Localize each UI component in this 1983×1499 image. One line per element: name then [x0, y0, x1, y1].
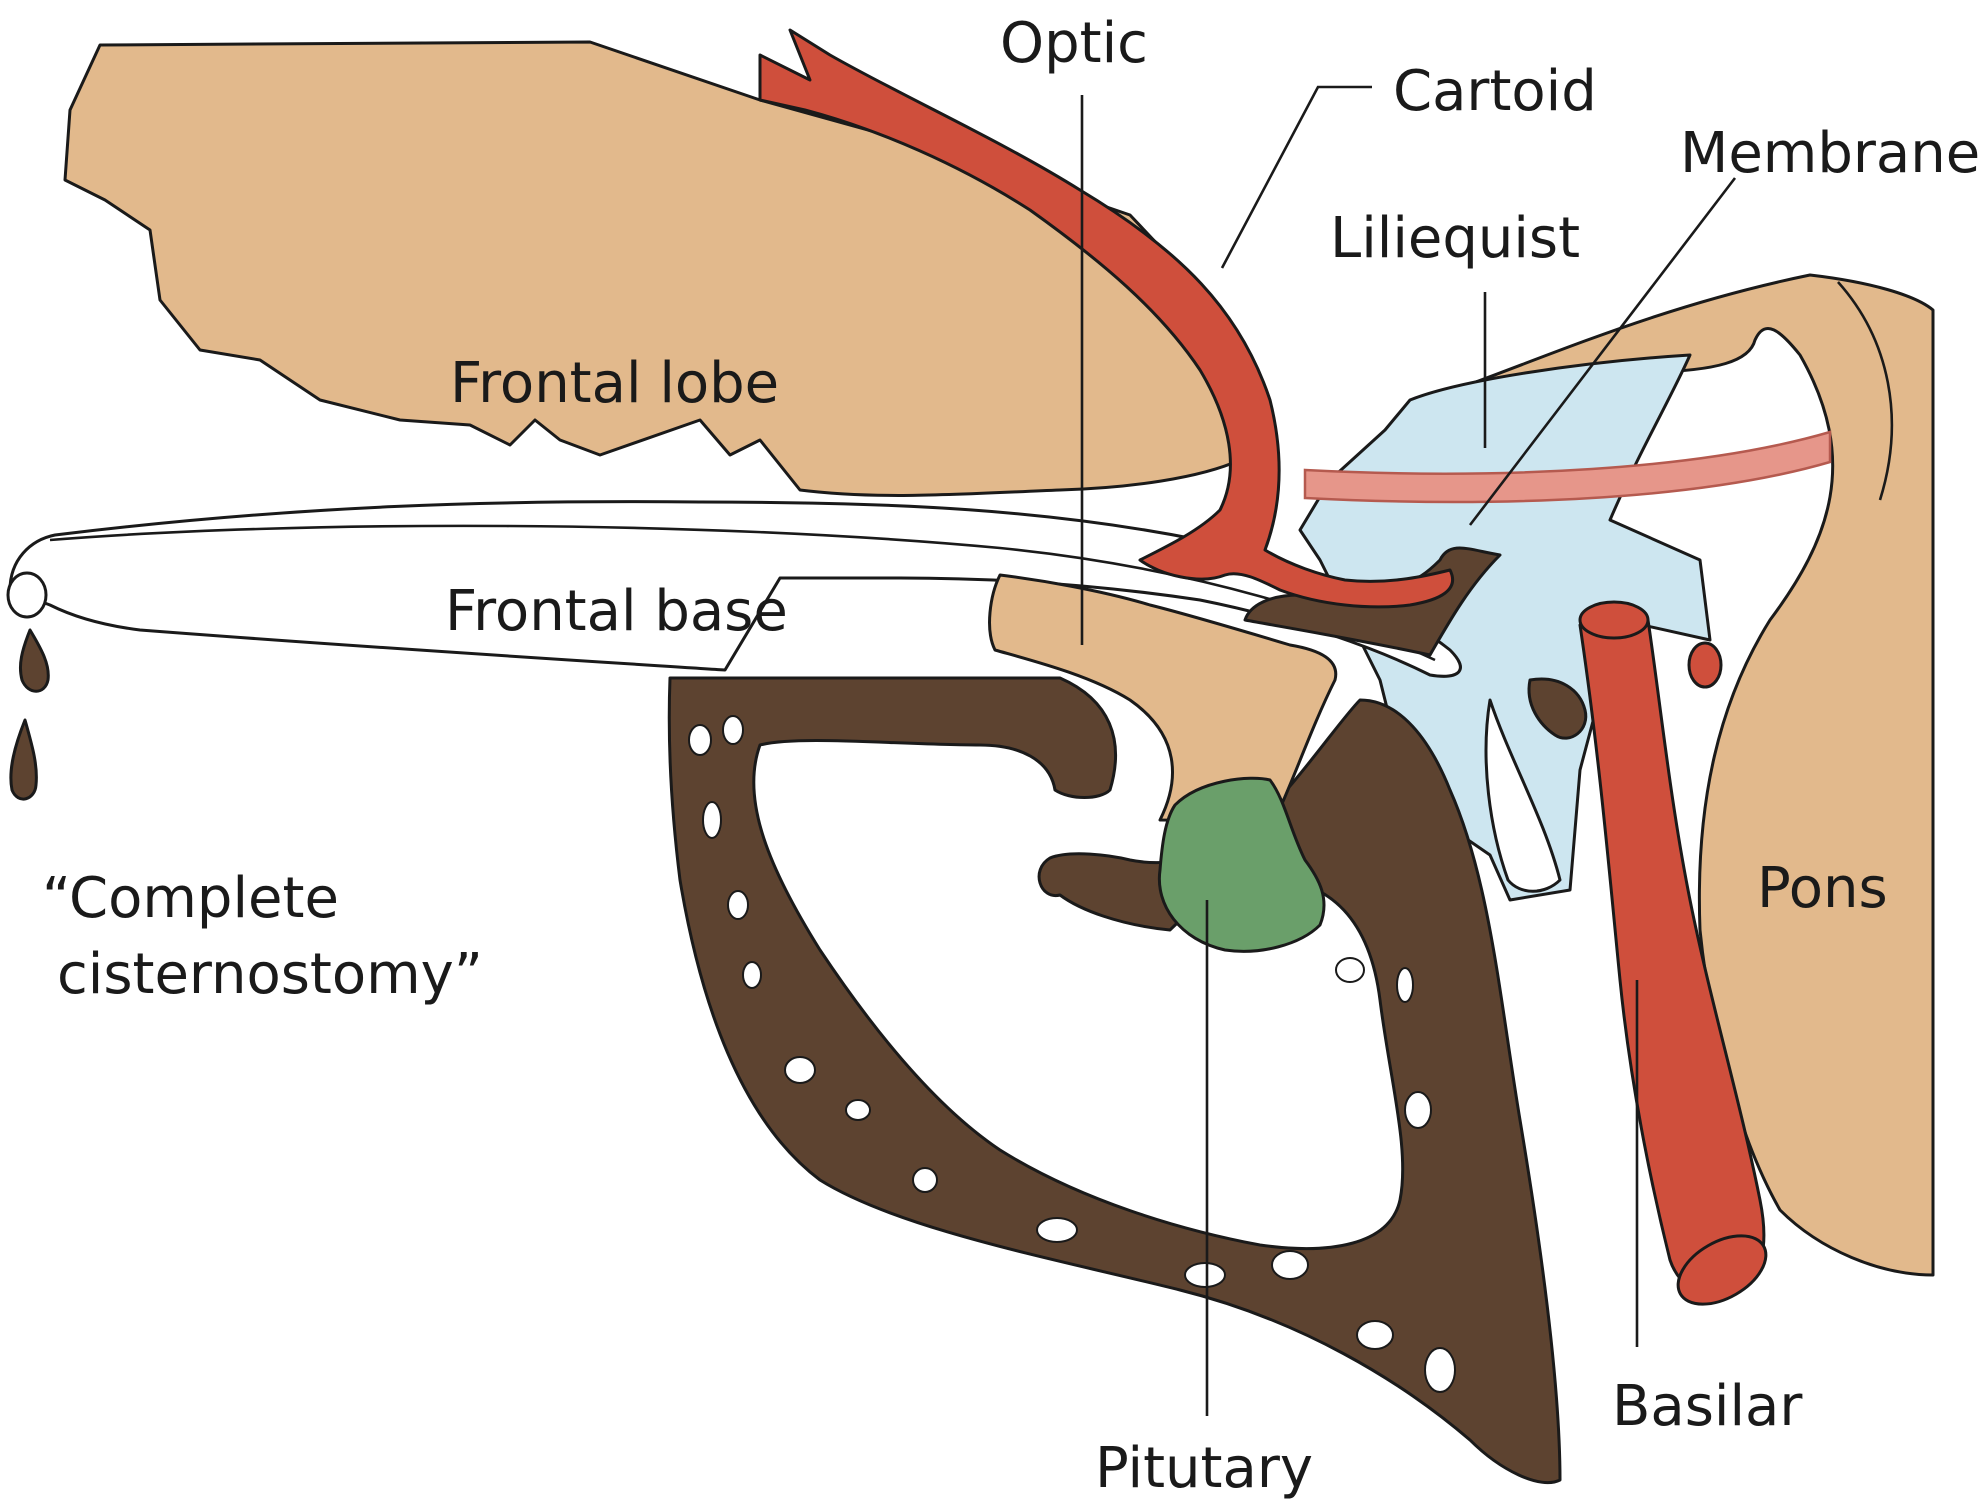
bone-hole [1404, 1091, 1432, 1129]
bone-hole [722, 715, 744, 745]
bone-hole [1424, 1347, 1456, 1393]
csf-drop-lower [9, 718, 38, 801]
bone-hole [1335, 957, 1365, 983]
frontal-base [8, 500, 1462, 678]
membrane-leader [1468, 177, 1737, 526]
skull-base-bone [667, 676, 1562, 1485]
bone-hole [742, 961, 762, 989]
frontal-lobe [63, 40, 1252, 497]
label-frontal-base: Frontal base [445, 579, 788, 644]
frontal-base-opening [6, 571, 48, 619]
pituitary-gland [1157, 776, 1326, 953]
bone-hole [1036, 1217, 1078, 1243]
bone-hole [1396, 967, 1414, 1003]
label-complete-cisternostomy-line1: “Complete [42, 866, 339, 931]
basilar-branch-stub [1687, 641, 1723, 689]
label-pons: Pons [1757, 856, 1888, 921]
label-basilar: Basilar [1612, 1374, 1803, 1439]
bone-holes [688, 715, 1456, 1393]
posterior-clinoid-bone [1527, 677, 1588, 740]
bone-hole [688, 724, 712, 756]
pons-inner-contour [1837, 281, 1894, 501]
pons [1408, 273, 1935, 1277]
label-frontal-lobe: Frontal lobe [450, 351, 779, 416]
label-liliequist: Liliequist [1330, 206, 1580, 271]
membrane-band [1303, 430, 1832, 504]
label-pituitary: Pitutary [1095, 1436, 1313, 1499]
bone-hole [845, 1099, 871, 1121]
basilar-artery-bottom [1676, 1234, 1768, 1306]
csf-drop-upper [18, 628, 50, 693]
membrane-opening [1484, 698, 1562, 893]
basilar-artery-top [1578, 600, 1650, 640]
label-membrane: Membrane [1680, 121, 1980, 186]
bone-hole [1271, 1250, 1309, 1280]
carotid-artery [758, 28, 1454, 609]
bone-hole [1184, 1262, 1226, 1288]
bone-hole [702, 801, 722, 839]
label-complete-cisternostomy-line2: cisternostomy” [57, 942, 483, 1007]
bone-hole [1356, 1320, 1394, 1350]
label-optic: Optic [1000, 11, 1148, 76]
bone-hole [727, 890, 749, 920]
bone-hole [784, 1056, 816, 1084]
label-cartoid: Cartoid [1393, 59, 1597, 124]
bone-hole [912, 1167, 938, 1193]
cartoid-leader [1220, 85, 1372, 269]
